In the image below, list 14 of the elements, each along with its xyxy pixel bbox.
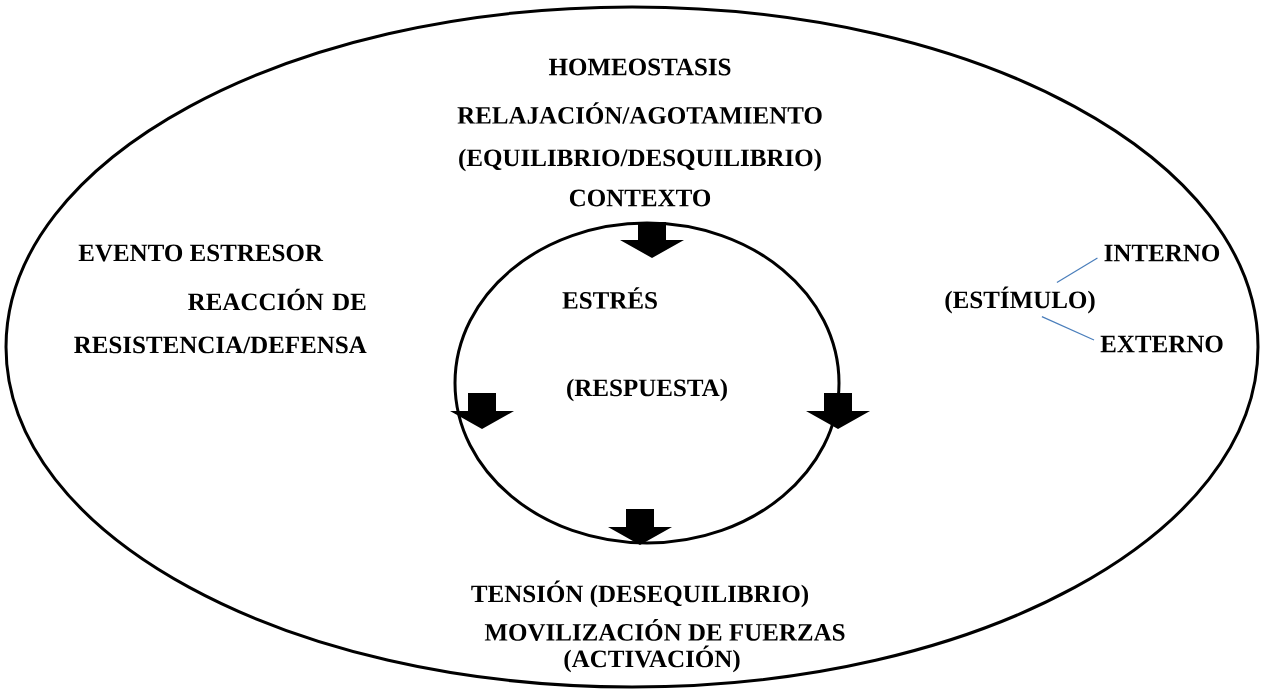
text-label: MOVILIZACIÓN DE FUERZAS [484, 619, 845, 641]
outer-ellipse [4, 5, 1260, 689]
text-label: HOMEOSTASIS [548, 58, 731, 76]
connector-line [1056, 257, 1099, 283]
text-label: (EQUILIBRIO/DESQUILIBRIO) [459, 148, 821, 172]
text-label: (ACTIVACIÓN) [564, 645, 740, 673]
text-label: (ESTÍMULO) [945, 286, 1095, 314]
text-label: EXTERNO [1100, 335, 1223, 353]
text-label: EVENTO ESTRESOR [78, 244, 324, 262]
connector-line [1041, 315, 1095, 341]
text-label: REACCIÓN DE RESISTENCIA/DEFENSA [74, 288, 367, 354]
text-label: INTERNO [1104, 244, 1220, 262]
text-label: RELAJACIÓN/AGOTAMIENTO [457, 102, 822, 124]
text-label: TENSIÓN (DESEQUILIBRIO) [471, 580, 808, 608]
